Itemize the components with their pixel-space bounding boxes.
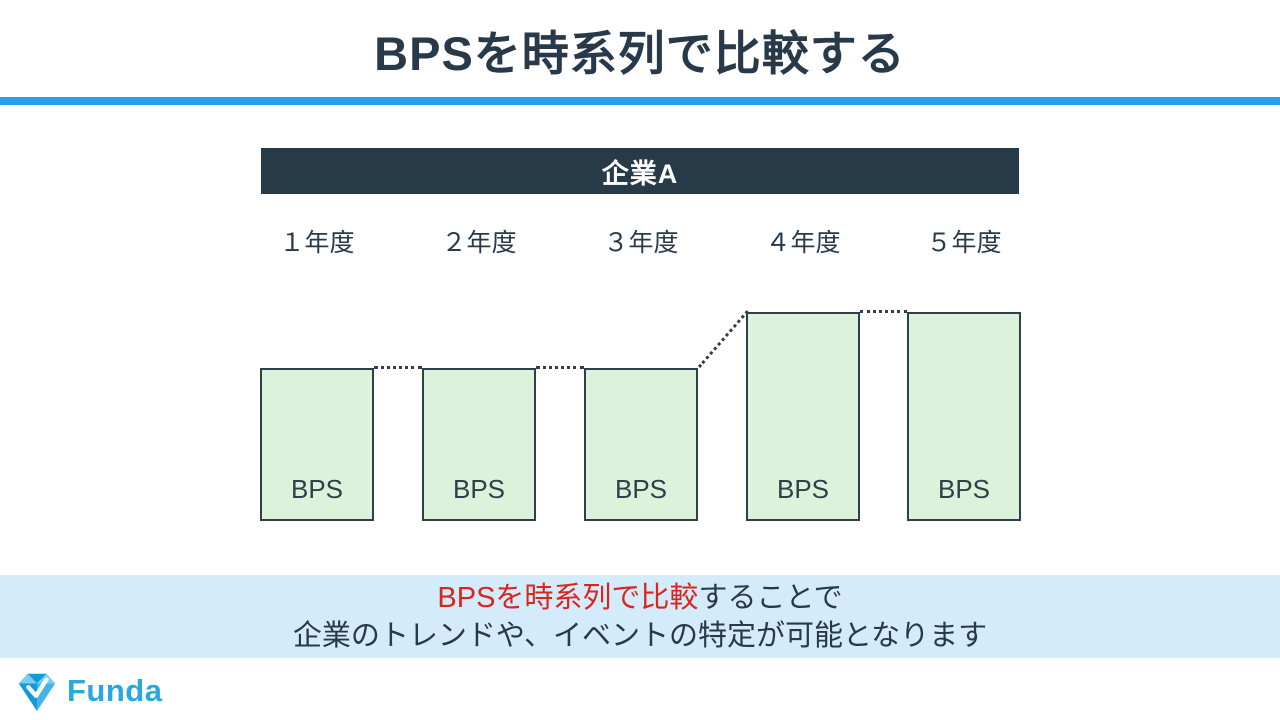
company-header-label: 企業A	[601, 158, 679, 189]
bps-bar-label: BPS	[776, 474, 830, 504]
dotted-connector-1-2	[374, 366, 422, 369]
company-header-bar: 企業A	[261, 148, 1019, 194]
caption-highlight-text: BPSを時系列で比較	[437, 581, 699, 614]
dotted-connector-2-3	[536, 366, 584, 369]
bps-bar-year2: BPS	[422, 368, 536, 521]
year-label-5: ５年度	[926, 229, 1002, 257]
page-title: BPSを時系列で比較する	[374, 27, 906, 80]
gem-icon	[18, 673, 56, 712]
funda-logo-text: Funda	[67, 673, 163, 708]
bps-bar-label: BPS	[452, 474, 506, 504]
bps-bar-year5: BPS	[907, 312, 1021, 521]
year-label-4: ４年度	[765, 229, 841, 257]
caption-line-1: BPSを時系列で比較することで	[437, 579, 842, 617]
year-label-1: １年度	[279, 229, 355, 257]
bps-bar-label: BPS	[937, 474, 991, 504]
bps-bar-label: BPS	[290, 474, 344, 504]
year-label-3: ３年度	[603, 229, 679, 257]
caption-line1-rest: することで	[698, 581, 843, 614]
dotted-connector-3-4-diagonal	[698, 310, 749, 368]
caption-line-2: 企業のトレンドや、イベントの特定が可能となります	[292, 619, 988, 652]
title-divider	[0, 97, 1280, 105]
bps-bar-year1: BPS	[260, 368, 374, 521]
bps-bar-year3: BPS	[584, 368, 698, 521]
funda-logo: Funda	[14, 668, 163, 714]
bps-bar-label: BPS	[614, 474, 668, 504]
dotted-connector-4-5	[860, 310, 907, 313]
caption-banner: BPSを時系列で比較することで 企業のトレンドや、イベントの特定が可能となります	[0, 575, 1280, 658]
bps-bar-year4: BPS	[746, 312, 860, 521]
year-label-2: ２年度	[441, 229, 517, 257]
